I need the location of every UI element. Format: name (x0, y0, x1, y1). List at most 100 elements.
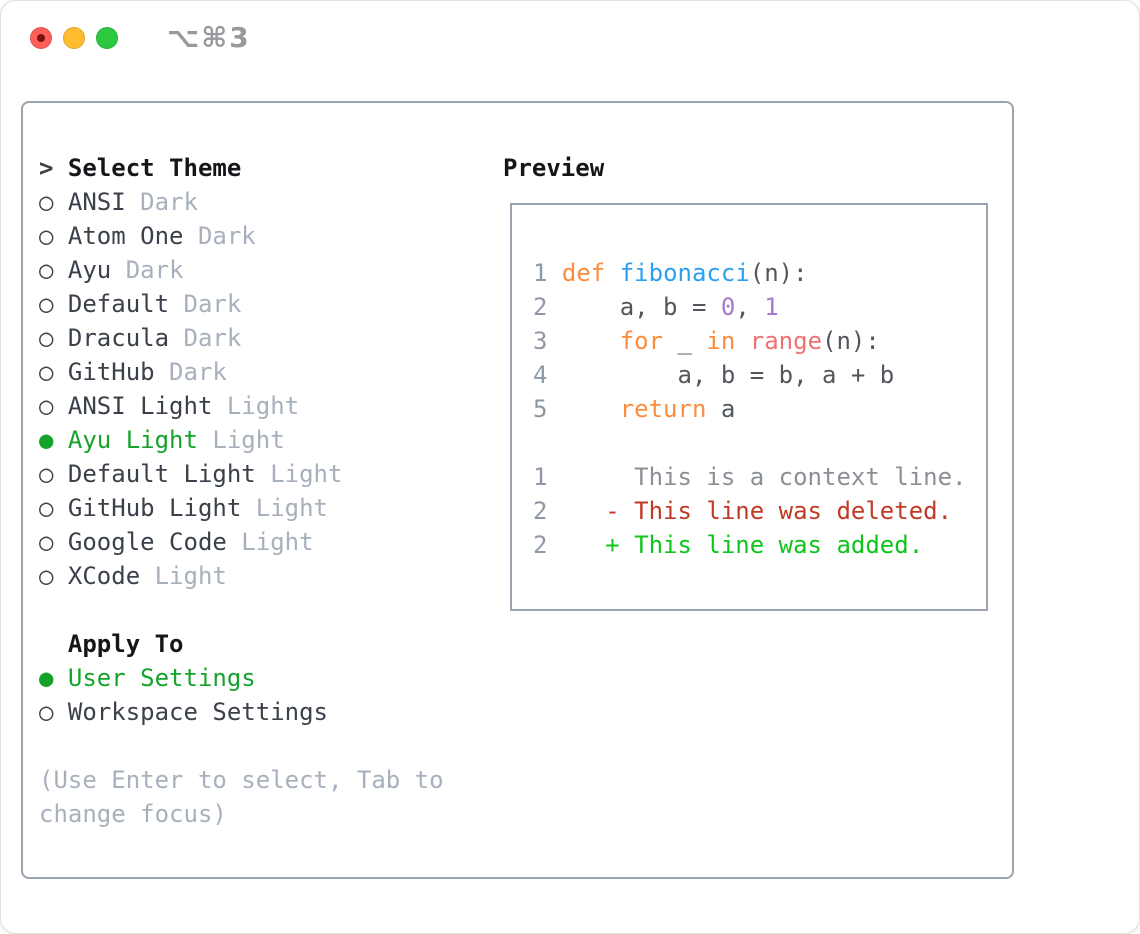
code-token (605, 259, 619, 287)
theme-option-ayu-light[interactable]: ● Ayu Light Light (39, 423, 489, 457)
theme-name: ANSI Light (67, 392, 213, 420)
theme-name: GitHub Light (67, 494, 242, 522)
radio-icon: ○ (39, 256, 68, 284)
zoom-button[interactable] (96, 27, 118, 49)
theme-option-xcode[interactable]: ○ XCode Light (39, 559, 489, 593)
line-number (533, 429, 547, 457)
prompt-icon: > (39, 154, 68, 182)
code-token: , (735, 293, 765, 321)
theme-option-github-light[interactable]: ○ GitHub Light Light (39, 491, 489, 525)
select-theme-title: Select Theme (67, 154, 242, 182)
diff-deleted-line: 2 - This line was deleted. (533, 494, 986, 528)
code-token (562, 395, 620, 423)
line-number: 1 (533, 463, 562, 491)
radio-icon: ○ (39, 358, 68, 386)
radio-icon: ○ (39, 528, 68, 556)
apply-to-list: ● User Settings○ Workspace Settings (39, 661, 489, 729)
select-theme-header: > Select Theme (39, 151, 489, 185)
theme-option-google-code[interactable]: ○ Google Code Light (39, 525, 489, 559)
close-button[interactable] (30, 27, 52, 49)
theme-name: Ayu Light (67, 426, 198, 454)
radio-icon: ○ (39, 494, 68, 522)
code-token: - This line was deleted. (561, 497, 953, 525)
apply-option-user-settings[interactable]: ● User Settings (39, 661, 489, 695)
keyboard-shortcut-label: ⌥⌘3 (167, 21, 251, 54)
code-token: (n): (822, 327, 880, 355)
apply-option-workspace-settings[interactable]: ○ Workspace Settings (39, 695, 489, 729)
theme-option-dracula[interactable]: ○ Dracula Dark (39, 321, 489, 355)
preview-box: 1 def fibonacci(n): 2 a, b = 0, 1 3 for _ … (510, 203, 988, 611)
radio-icon: ○ (39, 392, 68, 420)
theme-variant: Dark (169, 324, 242, 352)
apply-option-label: User Settings (67, 664, 256, 692)
minimize-button[interactable] (63, 27, 85, 49)
preview-title: Preview (503, 154, 605, 182)
theme-option-default-light[interactable]: ○ Default Light Light (39, 457, 489, 491)
theme-variant: Light (226, 528, 314, 556)
code-token (735, 327, 749, 355)
theme-option-default[interactable]: ○ Default Dark (39, 287, 489, 321)
blank-line (533, 426, 986, 460)
theme-name: Default Light (67, 460, 256, 488)
apply-to-header: Apply To (39, 627, 489, 661)
line-number: 3 (533, 327, 562, 355)
theme-option-ayu[interactable]: ○ Ayu Dark (39, 253, 489, 287)
code-token: fibonacci (619, 259, 750, 287)
code-token: 0 (720, 293, 736, 321)
line-number: 1 (533, 259, 562, 287)
radio-icon: ○ (39, 562, 68, 590)
code-token: 1 (764, 293, 779, 321)
radio-icon: ○ (39, 290, 68, 318)
theme-list-column: > Select Theme ○ ANSI Dark○ Atom One Dar… (39, 151, 489, 831)
line-number: 5 (533, 395, 562, 423)
theme-list: ○ ANSI Dark○ Atom One Dark○ Ayu Dark○ De… (39, 185, 489, 593)
theme-name: GitHub (67, 358, 155, 386)
code-line: 1 def fibonacci(n): (533, 256, 986, 290)
code-token: range (749, 327, 823, 355)
theme-name: Google Code (67, 528, 227, 556)
theme-option-github[interactable]: ○ GitHub Dark (39, 355, 489, 389)
theme-option-ansi-light[interactable]: ○ ANSI Light Light (39, 389, 489, 423)
line-number: 2 (533, 293, 562, 321)
code-line: 5 return a (533, 392, 986, 426)
theme-variant: Light (140, 562, 227, 590)
code-token: (n): (749, 259, 808, 287)
code-token: This is a context line. (561, 463, 967, 491)
theme-name: Atom One (67, 222, 184, 250)
radio-icon: ○ (39, 188, 68, 216)
radio-selected-icon: ● (39, 426, 68, 454)
spacer-row (39, 593, 489, 627)
preview-header: Preview (503, 151, 1008, 185)
radio-selected-icon: ● (39, 664, 68, 692)
code-token: in (706, 327, 736, 355)
unsaved-dot-icon (37, 34, 45, 42)
header-indent (39, 630, 68, 658)
theme-variant: Dark (169, 290, 242, 318)
preview-column: Preview 1 def fibonacci(n): 2 a, b = 0, 1… (503, 151, 1008, 611)
diff-context-line: 1 This is a context line. (533, 460, 986, 494)
theme-name: Ayu (67, 256, 112, 284)
theme-variant: Light (212, 392, 300, 420)
code-token (562, 327, 620, 355)
line-number: 4 (533, 361, 562, 389)
code-line: 3 for _ in range(n): (533, 324, 986, 358)
theme-variant: Dark (183, 222, 256, 250)
theme-variant: Light (255, 460, 343, 488)
radio-icon: ○ (39, 460, 68, 488)
code-token: a (706, 395, 736, 423)
hint-line-2: change focus) (39, 800, 227, 828)
theme-option-atom-one[interactable]: ○ Atom One Dark (39, 219, 489, 253)
theme-option-ansi[interactable]: ○ ANSI Dark (39, 185, 489, 219)
diff-added-line: 2 + This line was added. (533, 528, 986, 562)
code-token: a, b = (561, 293, 721, 321)
code-token: return (619, 395, 707, 423)
radio-icon: ○ (39, 324, 68, 352)
theme-name: ANSI (67, 188, 126, 216)
titlebar: ⌥⌘3 (1, 1, 1139, 75)
radio-icon: ○ (39, 222, 68, 250)
radio-icon: ○ (39, 698, 68, 726)
code-token: a, b = b, a + b (561, 361, 895, 389)
theme-variant: Dark (125, 188, 198, 216)
theme-name: Dracula (67, 324, 170, 352)
code-token: for (619, 327, 664, 355)
